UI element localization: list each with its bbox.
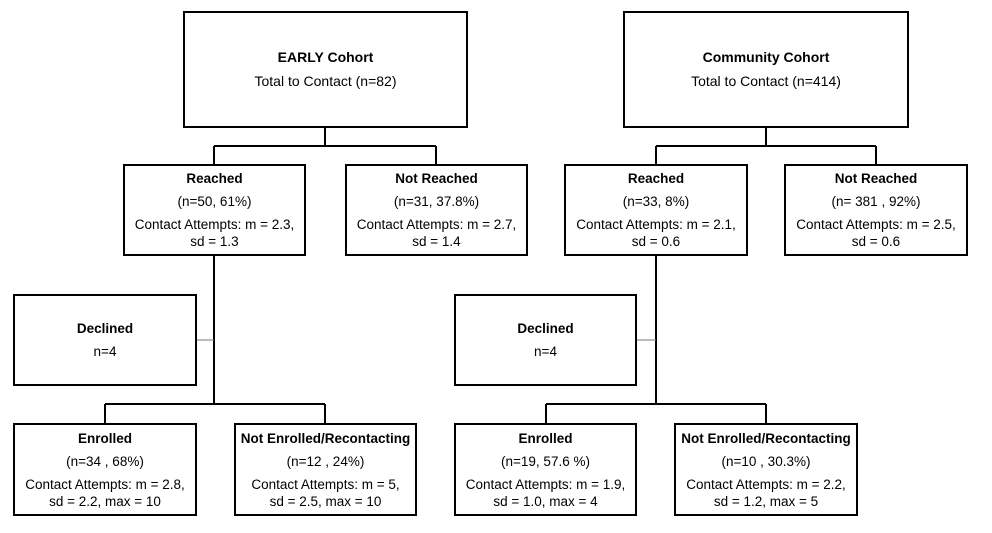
early-not-enrolled-attempts-sd: sd = 2.5, max = 10 <box>269 493 382 509</box>
early-total-to-contact: Total to Contact (n=82) <box>254 73 397 89</box>
community-not-reached-attempts-mean: Contact Attempts: m = 2.5, <box>796 217 956 232</box>
early-not-reached-box: Not Reached (n=31, 37.8%) Contact Attemp… <box>345 164 528 256</box>
early-not-enrolled-title: Not Enrolled/Recontacting <box>240 430 411 446</box>
community-not-enrolled-title: Not Enrolled/Recontacting <box>681 430 851 446</box>
community-reached-title: Reached <box>627 171 685 186</box>
early-not-reached-attempts-mean: Contact Attempts: m = 2.7, <box>356 217 517 232</box>
early-reached-box: Reached (n=50, 61%) Contact Attempts: m … <box>123 164 306 256</box>
community-enrolled-attempts-sd: sd = 1.0, max = 4 <box>493 493 598 509</box>
early-reached-title: Reached <box>186 171 243 186</box>
community-not-reached-title: Not Reached <box>834 171 918 186</box>
community-not-enrolled-attempts: Contact Attempts: m = 2.2, sd = 1.2, max… <box>686 476 845 510</box>
community-reached-box: Reached (n=33, 8%) Contact Attempts: m =… <box>564 164 748 256</box>
early-not-reached-attempts-sd: sd = 1.4 <box>412 234 461 249</box>
early-reached-attempts-sd: sd = 1.3 <box>190 234 239 249</box>
early-enrolled-title: Enrolled <box>77 430 132 446</box>
community-not-enrolled-attempts-sd: sd = 1.2, max = 5 <box>713 493 819 509</box>
community-reached-attempts: Contact Attempts: m = 2.1, sd = 0.6 <box>576 216 735 250</box>
community-not-reached-attempts-sd: sd = 0.6 <box>851 234 901 249</box>
community-reached-n: (n=33, 8%) <box>622 194 690 209</box>
early-enrolled-attempts-sd: sd = 2.2, max = 10 <box>49 493 161 509</box>
community-cohort-box: Community Cohort Total to Contact (n=414… <box>623 11 909 128</box>
community-total-to-contact: Total to Contact (n=414) <box>691 73 841 89</box>
community-enrolled-title: Enrolled <box>518 430 573 446</box>
early-declined-title: Declined <box>76 321 134 336</box>
community-declined-title: Declined <box>517 321 574 336</box>
community-declined-box: Declined n=4 <box>454 294 637 386</box>
community-enrolled-box: Enrolled (n=19, 57.6 %) Contact Attempts… <box>454 423 637 516</box>
early-declined-box: Declined n=4 <box>13 294 197 386</box>
early-not-enrolled-attempts: Contact Attempts: m = 5, sd = 2.5, max =… <box>251 476 399 510</box>
early-not-reached-n: (n=31, 37.8%) <box>393 194 480 209</box>
early-enrolled-n: (n=34 , 68%) <box>66 453 144 469</box>
community-reached-attempts-mean: Contact Attempts: m = 2.1, <box>576 217 736 232</box>
early-not-reached-attempts: Contact Attempts: m = 2.7, sd = 1.4 <box>357 216 516 250</box>
community-not-enrolled-n: (n=10 , 30.3%) <box>721 453 811 469</box>
community-not-enrolled-attempts-mean: Contact Attempts: m = 2.2, <box>686 476 846 492</box>
community-cohort-title: Community Cohort <box>702 49 830 65</box>
community-not-enrolled-box: Not Enrolled/Recontacting (n=10 , 30.3%)… <box>674 423 858 516</box>
early-not-reached-title: Not Reached <box>395 171 478 186</box>
community-not-reached-box: Not Reached (n= 381 , 92%) Contact Attem… <box>784 164 968 256</box>
early-enrolled-attempts: Contact Attempts: m = 2.8, sd = 2.2, max… <box>25 476 184 510</box>
early-reached-attempts-mean: Contact Attempts: m = 2.3, <box>134 217 295 232</box>
early-not-enrolled-box: Not Enrolled/Recontacting (n=12 , 24%) C… <box>234 423 417 516</box>
early-enrolled-attempts-mean: Contact Attempts: m = 2.8, <box>25 476 185 492</box>
early-declined-n: n=4 <box>93 344 117 359</box>
early-not-enrolled-n: (n=12 , 24%) <box>286 453 365 469</box>
community-not-reached-n: (n= 381 , 92%) <box>831 194 921 209</box>
early-reached-attempts: Contact Attempts: m = 2.3, sd = 1.3 <box>135 216 294 250</box>
community-reached-attempts-sd: sd = 0.6 <box>631 234 681 249</box>
early-not-enrolled-attempts-mean: Contact Attempts: m = 5, <box>251 476 400 492</box>
community-enrolled-n: (n=19, 57.6 %) <box>501 453 590 469</box>
community-declined-n: n=4 <box>534 344 557 359</box>
early-reached-n: (n=50, 61%) <box>177 194 252 209</box>
community-enrolled-attempts-mean: Contact Attempts: m = 1.9, <box>465 476 626 492</box>
early-cohort-title: EARLY Cohort <box>277 49 374 65</box>
community-not-reached-attempts: Contact Attempts: m = 2.5, sd = 0.6 <box>796 216 955 250</box>
early-cohort-box: EARLY Cohort Total to Contact (n=82) <box>183 11 468 128</box>
community-enrolled-attempts: Contact Attempts: m = 1.9, sd = 1.0, max… <box>466 476 625 510</box>
early-enrolled-box: Enrolled (n=34 , 68%) Contact Attempts: … <box>13 423 197 516</box>
